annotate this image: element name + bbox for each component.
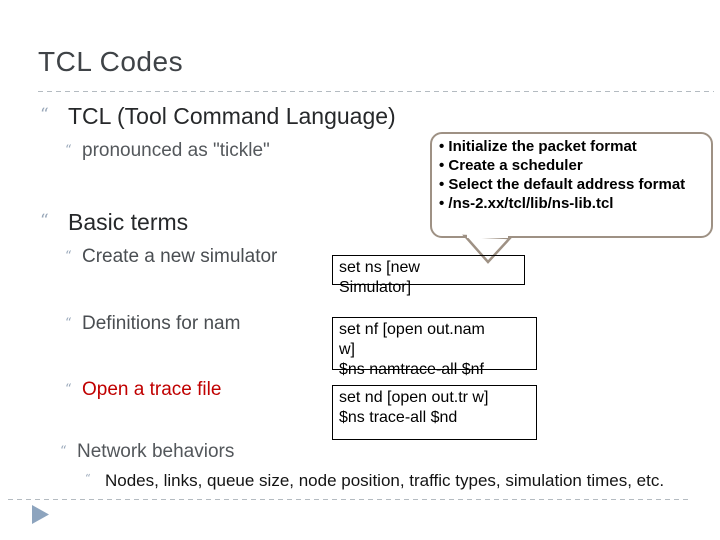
code-line: w] — [339, 341, 355, 358]
quote-bullet-icon: “ — [65, 249, 72, 264]
bullet-item-basic-terms: “ Basic terms — [40, 209, 188, 236]
callout-line: • Select the default address format — [439, 176, 686, 193]
quote-bullet-icon: “ — [40, 211, 49, 231]
bullet-item-nodes-detail: “ Nodes, links, queue size, node positio… — [85, 470, 690, 492]
code-line: $ns namtrace-all $nf — [339, 361, 484, 378]
quote-bullet-icon: “ — [65, 316, 72, 331]
code-box-new-simulator: set ns [new Simulator] — [332, 255, 525, 296]
callout-line: • Create a scheduler — [439, 157, 583, 174]
bullet-item-label: Nodes, links, queue size, node position,… — [105, 471, 665, 490]
quote-bullet-icon: “ — [40, 105, 49, 125]
callout-bubble: • Initialize the packet format • Create … — [430, 132, 713, 238]
callout-tail — [462, 234, 513, 264]
code-box-trace-file: set nd [open out.tr w] $ns trace-all $nd — [332, 385, 537, 440]
bullet-item-label: Create a new simulator — [82, 246, 278, 267]
code-line: set nf [open out.nam — [339, 321, 485, 338]
quote-bullet-icon: “ — [60, 444, 67, 459]
page-title: TCL Codes — [38, 46, 184, 77]
bullet-item-tcl: “ TCL (Tool Command Language) — [40, 103, 396, 130]
quote-bullet-icon: “ — [65, 143, 72, 158]
code-line: $ns trace-all $nd — [339, 409, 458, 426]
bullet-item-network-behaviors: “ Network behaviors — [60, 441, 234, 463]
bullet-item-open-trace-file: “ Open a trace file — [65, 379, 221, 401]
bullet-item-label: Open a trace file — [82, 379, 222, 400]
bullet-item-label: TCL (Tool Command Language) — [68, 103, 396, 129]
callout-line: • Initialize the packet format — [439, 138, 637, 155]
next-slide-arrow-icon[interactable] — [32, 505, 52, 525]
bullet-item-pronounced: “ pronounced as "tickle" — [65, 140, 270, 162]
quote-bullet-icon: “ — [85, 472, 91, 485]
bullet-item-label: Definitions for nam — [82, 313, 241, 334]
title-separator-dashed-line — [38, 91, 714, 92]
bullet-item-definitions-nam: “ Definitions for nam — [65, 313, 240, 335]
code-line: set nd [open out.tr w] — [339, 389, 489, 406]
code-line: Simulator] — [339, 279, 412, 296]
bullet-item-label: pronounced as "tickle" — [82, 140, 270, 161]
quote-bullet-icon: “ — [65, 382, 72, 397]
callout-line: • /ns-2.xx/tcl/lib/ns-lib.tcl — [439, 195, 614, 212]
bullet-item-create-simulator: “ Create a new simulator — [65, 246, 277, 268]
code-line: set ns [new — [339, 259, 420, 276]
bullet-item-label: Network behaviors — [77, 441, 235, 462]
footer-dashed-line — [8, 499, 690, 500]
bullet-item-label: Basic terms — [68, 209, 189, 235]
code-box-nam-trace: set nf [open out.nam w] $ns namtrace-all… — [332, 317, 537, 378]
